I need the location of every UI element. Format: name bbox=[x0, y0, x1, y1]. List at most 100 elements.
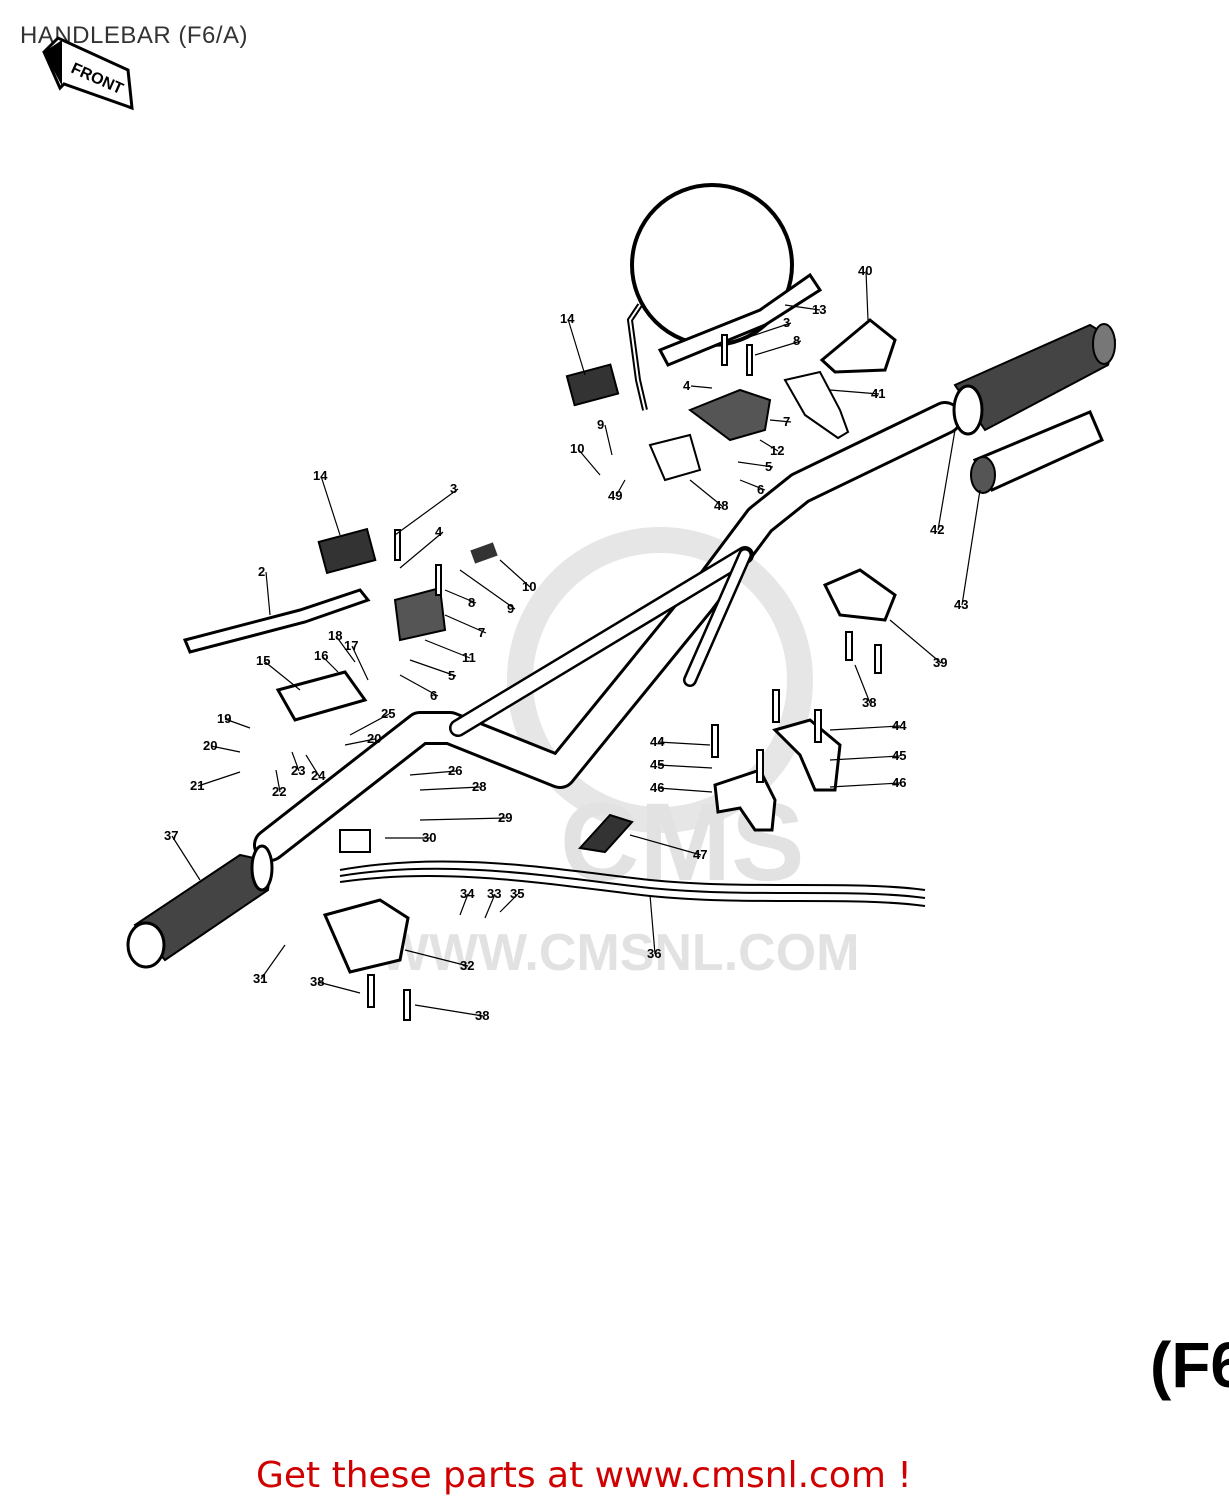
callout-label: 30 bbox=[422, 830, 436, 845]
handlebar-tube bbox=[253, 401, 962, 862]
callout-leader-line bbox=[399, 674, 439, 697]
callout-leader-line bbox=[444, 614, 487, 634]
callout-leader-line bbox=[769, 419, 792, 423]
watermark: CMS WWW.CMSNL.COM bbox=[380, 527, 859, 982]
callout-label: 10 bbox=[522, 579, 536, 594]
callout-label: 6 bbox=[430, 688, 437, 703]
callout-label: 37 bbox=[164, 828, 178, 843]
callout-label: 8 bbox=[793, 333, 800, 348]
callout-leader-line bbox=[615, 479, 626, 497]
model-code-mark: (F6 bbox=[1150, 1329, 1229, 1401]
footer-link[interactable]: Get these parts at www.cmsnl.com ! bbox=[256, 1455, 912, 1496]
callout-label: 42 bbox=[930, 522, 944, 537]
callout-label: 17 bbox=[344, 638, 358, 653]
front-arrow-icon: FRONT bbox=[42, 36, 134, 111]
callout-label: 32 bbox=[460, 958, 474, 973]
callout-leader-line bbox=[275, 769, 281, 793]
callout-leader-line bbox=[171, 835, 201, 881]
callout-leader-line bbox=[394, 488, 459, 536]
callout-label: 46 bbox=[650, 780, 664, 795]
left-grip bbox=[126, 844, 274, 969]
callout-label: 33 bbox=[487, 886, 501, 901]
callout-label: 45 bbox=[650, 757, 664, 772]
callout-label: 15 bbox=[256, 653, 270, 668]
callout-label: 38 bbox=[862, 695, 876, 710]
callout-leader-line bbox=[657, 741, 711, 746]
callout-label: 9 bbox=[597, 417, 604, 432]
callout-leader-line bbox=[224, 718, 251, 729]
callout-leader-line bbox=[854, 664, 871, 704]
callout-leader-line bbox=[210, 745, 241, 753]
bolts bbox=[367, 334, 882, 1021]
callout-leader-line bbox=[739, 322, 792, 341]
callout-leader-line bbox=[409, 659, 457, 677]
callout-leader-line bbox=[265, 571, 271, 616]
callout-leader-line bbox=[690, 385, 713, 389]
callout-label: 7 bbox=[478, 625, 485, 640]
callout-label: 2 bbox=[258, 564, 265, 579]
callout-leader-line bbox=[424, 639, 471, 659]
callout-label: 31 bbox=[253, 971, 267, 986]
callout-label: 46 bbox=[892, 775, 906, 790]
callout-leader-line bbox=[404, 949, 469, 967]
callout-leader-line bbox=[649, 894, 656, 955]
callout-leader-line bbox=[629, 834, 702, 856]
callout-label: 43 bbox=[954, 597, 968, 612]
callout-label: 9 bbox=[507, 601, 514, 616]
callout-leader-line bbox=[317, 981, 361, 994]
callout-leader-line bbox=[399, 531, 444, 569]
callout-label: 3 bbox=[783, 315, 790, 330]
callout-leader-line bbox=[689, 479, 723, 507]
callout-label: 8 bbox=[468, 595, 475, 610]
callout-leader-line bbox=[829, 725, 901, 731]
callout-leader-line bbox=[829, 755, 901, 761]
callout-label: 6 bbox=[757, 482, 764, 497]
callout-label: 21 bbox=[190, 778, 204, 793]
callout-label: 44 bbox=[892, 718, 907, 733]
callout-leader-line bbox=[499, 559, 531, 588]
callout-label: 5 bbox=[448, 668, 455, 683]
callout-label: 24 bbox=[311, 768, 326, 783]
callout-label: 25 bbox=[381, 706, 395, 721]
callout-leader-line bbox=[321, 655, 339, 673]
callout-leader-line bbox=[291, 751, 300, 772]
callout-leader-line bbox=[349, 713, 390, 736]
callout-label: 40 bbox=[858, 263, 872, 278]
right-grip bbox=[952, 323, 1117, 436]
callout-label: 4 bbox=[435, 524, 443, 539]
callout-label: 3 bbox=[450, 481, 457, 496]
callout-label: 39 bbox=[933, 655, 947, 670]
callout-leader-line bbox=[604, 424, 613, 456]
watermark-url: WWW.CMSNL.COM bbox=[380, 924, 859, 982]
callout-label: 22 bbox=[272, 784, 286, 799]
callout-leader-line bbox=[260, 944, 286, 980]
callout-leader-line bbox=[657, 764, 713, 769]
callout-label: 5 bbox=[765, 459, 772, 474]
callout-label: 28 bbox=[472, 779, 486, 794]
watermark-ring bbox=[507, 527, 813, 833]
callout-leader-line bbox=[499, 893, 519, 913]
callout-label: 35 bbox=[510, 886, 524, 901]
callout-label: 38 bbox=[310, 974, 324, 989]
callout-label: 34 bbox=[460, 886, 475, 901]
callout-label: 10 bbox=[570, 441, 584, 456]
callout-label: 38 bbox=[475, 1008, 489, 1023]
callout-label: 20 bbox=[203, 738, 217, 753]
callout-label: 36 bbox=[647, 946, 661, 961]
callout-leader-line bbox=[567, 318, 586, 376]
callout-leader-line bbox=[784, 304, 821, 311]
callout-leader-line bbox=[739, 479, 766, 491]
callout-leader-line bbox=[657, 787, 713, 793]
callout-leader-line bbox=[937, 429, 956, 531]
callout-label: 4 bbox=[683, 378, 691, 393]
callout-label: 45 bbox=[892, 748, 906, 763]
callout-leader-line bbox=[829, 782, 901, 788]
brake-lever bbox=[565, 272, 823, 482]
callout-label: 20 bbox=[367, 731, 381, 746]
callout-leader-line bbox=[414, 1004, 484, 1017]
callout-leader-line bbox=[263, 660, 301, 691]
callout-label: 16 bbox=[314, 648, 328, 663]
throttle-housing bbox=[783, 318, 897, 440]
callout-label: 14 bbox=[313, 468, 328, 483]
